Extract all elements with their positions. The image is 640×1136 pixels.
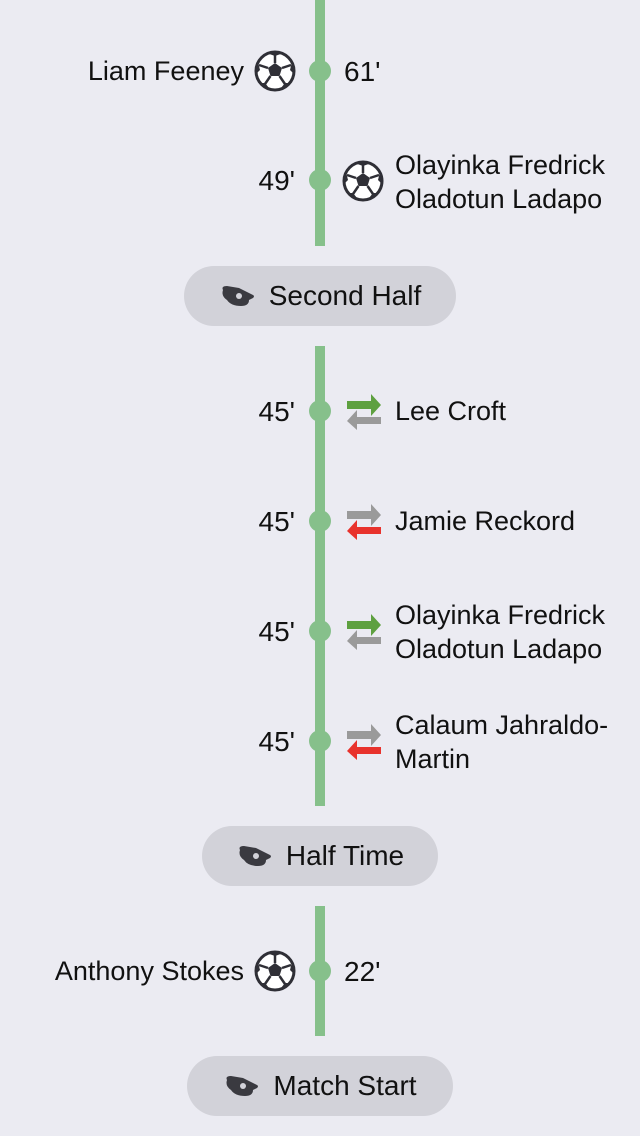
substitution-out-icon <box>345 502 383 540</box>
timeline-dot <box>309 400 331 422</box>
event-minute: 45' <box>258 506 296 537</box>
timeline-dot <box>309 620 331 642</box>
whistle-icon <box>236 844 272 868</box>
period-marker-half-time: Half Time <box>202 826 438 886</box>
timeline-dot <box>309 60 331 82</box>
substitution-in-icon <box>345 392 383 430</box>
whistle-icon <box>219 284 255 308</box>
period-marker-second-half: Second Half <box>184 266 456 326</box>
event-minute: 61' <box>344 56 381 87</box>
player-name-line2: Oladotun Ladapo <box>395 634 603 664</box>
period-label: Second Half <box>268 280 422 311</box>
event-minute: 45' <box>258 396 296 427</box>
player-name: Anthony Stokes <box>54 956 244 986</box>
player-name-line2: Martin <box>395 744 471 774</box>
period-marker-match-start: Match Start <box>187 1056 453 1116</box>
timeline-dot <box>309 510 331 532</box>
player-name: Liam Feeney <box>87 56 244 86</box>
event-minute: 22' <box>344 956 381 987</box>
player-name-line1: Olayinka Fredrick <box>395 150 606 180</box>
player-name: Jamie Reckord <box>395 506 576 536</box>
timeline-segment <box>315 0 325 246</box>
player-name-line1: Calaum Jahraldo- <box>395 710 609 740</box>
soccer-ball-icon <box>342 160 384 202</box>
substitution-out-icon <box>345 722 383 760</box>
event-minute: 45' <box>258 616 296 647</box>
player-name-line1: Olayinka Fredrick <box>395 600 606 630</box>
timeline-segment <box>315 346 325 806</box>
whistle-icon <box>223 1074 259 1098</box>
timeline-dot <box>309 169 331 191</box>
soccer-ball-icon <box>254 50 296 92</box>
event-minute: 49' <box>258 165 296 196</box>
event-minute: 45' <box>258 726 296 757</box>
player-name-line2: Oladotun Ladapo <box>395 184 603 214</box>
timeline-dot <box>309 730 331 752</box>
period-label: Match Start <box>273 1070 417 1101</box>
soccer-ball-icon <box>254 950 296 992</box>
period-label: Half Time <box>285 840 405 871</box>
substitution-in-icon <box>345 612 383 650</box>
timeline-dot <box>309 960 331 982</box>
player-name: Lee Croft <box>395 396 507 426</box>
